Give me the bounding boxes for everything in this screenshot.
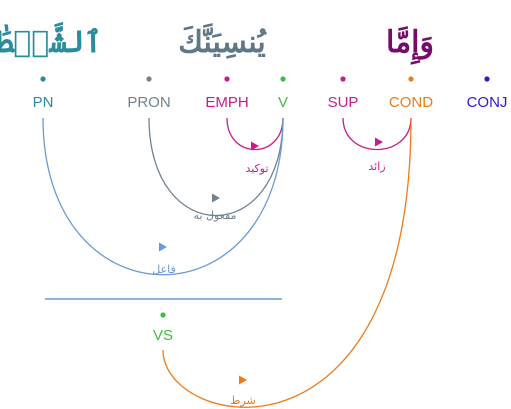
dot-sup [340, 76, 346, 82]
tag-sup: SUP [328, 94, 359, 111]
dot-vs [160, 312, 166, 318]
tag-pron: PRON [127, 94, 170, 111]
node-dots [40, 76, 490, 318]
arc-shart [162, 117, 412, 408]
arabic-word-yunsiyannaka: يُنسِيَنَّكَ [178, 23, 267, 60]
relation-label-shart: شرط [230, 394, 255, 407]
dot-emph [224, 76, 230, 82]
dot-v [280, 76, 286, 82]
dot-pron [146, 76, 152, 82]
arc-mafool [148, 117, 284, 217]
tag-emph: EMPH [205, 94, 248, 111]
tag-conj: CONJ [467, 94, 508, 111]
arabic-word-ash-shaytan: ٱلشَّيۡطَٰنُ [0, 22, 102, 60]
arrowhead-shart [239, 375, 247, 385]
dot-pn [40, 76, 46, 82]
dot-cond [408, 76, 414, 82]
arrowhead-fail [159, 242, 167, 252]
relation-label-zaid: زائد [368, 160, 385, 173]
arabic-word-wa-imma: وَإِمَّا [386, 25, 434, 65]
arc-fail [42, 117, 284, 276]
arc-tawkid [226, 117, 284, 151]
tag-pn: PN [33, 94, 54, 111]
arc-zaid [342, 117, 412, 150]
tag-cond: COND [389, 94, 433, 111]
relation-label-fail: فاعل [152, 263, 176, 276]
tag-v: V [278, 94, 288, 111]
relation-label-tawkid: توكيد [245, 162, 268, 175]
dot-conj [484, 76, 490, 82]
arrowhead-mafool [212, 193, 220, 203]
arrowhead-zaid [375, 137, 383, 147]
relation-label-mafool: مفعول به [194, 209, 237, 222]
arrowhead-tawkid [251, 141, 259, 151]
tag-vs: VS [153, 327, 173, 344]
